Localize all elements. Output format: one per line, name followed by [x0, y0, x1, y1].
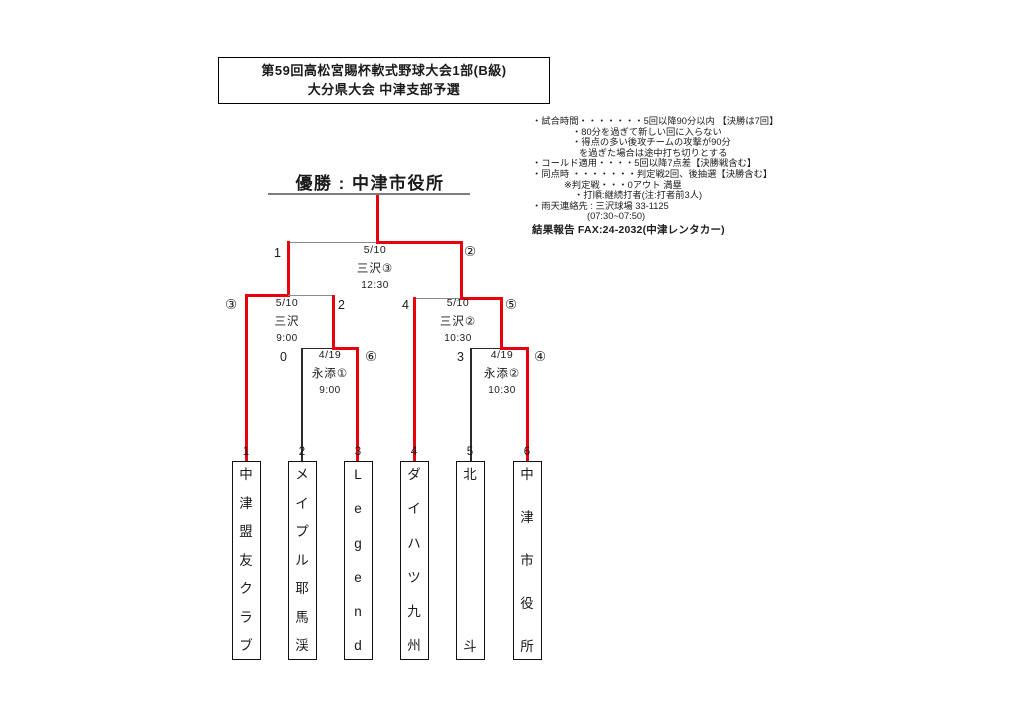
rule-rain-contact: ・雨天連絡先 : 三沢球場 33-1125 — [532, 200, 669, 211]
result-report-fax: 結果報告 FAX:24-2032(中津レンタカー) — [532, 223, 725, 236]
round1-right-bar-winner — [499, 346, 529, 350]
final-venue: 三沢③ — [356, 263, 394, 275]
semifinal-right-venue: 三沢② — [439, 316, 477, 328]
seed-5: 5 — [466, 446, 474, 458]
team-6-name: 中津市役所 — [520, 467, 534, 654]
round1-right-match-info: 4/19 永添② 10:30 — [468, 349, 536, 396]
round1-right-time: 10:30 — [488, 385, 516, 396]
semifinal-right-date: 5/10 — [446, 297, 470, 309]
round1-left-date: 4/19 — [318, 349, 342, 361]
round1-left-venue: 永添① — [311, 368, 349, 380]
round1-left-match-info: 4/19 永添① 9:00 — [296, 349, 364, 396]
final-left-score: 1 — [274, 246, 281, 260]
round1-left-score-loser: 0 — [280, 350, 287, 364]
semifinal-left-score-winner: ③ — [225, 297, 238, 312]
tournament-title-line1: 第59回高松宮賜杯軟式野球大会1部(B級) — [261, 62, 507, 78]
final-date: 5/10 — [363, 244, 387, 256]
rule-game-time-note1: ・80分を過ぎて新しい回に入らない — [572, 126, 722, 137]
rules-block: ・試合時間・・・・・・・5回以降90分以内 【決勝は7回】 ・80分を過ぎて新し… — [532, 116, 802, 236]
rule-called-game: ・コールド適用・・・・5回以降7点差【決勝戦含む】 — [532, 158, 757, 169]
semifinal-left-bar-winner — [244, 294, 289, 297]
rule-batting-order-note: ・打順:継続打者(注:打者前3人) — [574, 190, 703, 201]
round1-right-bar-loser — [470, 347, 501, 349]
team-4-line — [412, 296, 416, 462]
team-6-line — [525, 346, 529, 462]
team-3-line — [355, 346, 359, 462]
rule-rain-contact-hours: (07:30~07:50) — [587, 211, 646, 222]
rule-tie: ・同点時 ・・・・・・・判定戦2回、後抽選【決勝含む】 — [532, 168, 773, 179]
champion-label: 優勝 : 中津市役所 — [295, 174, 445, 193]
semifinal-left-venue: 三沢 — [274, 316, 300, 328]
team-2-box: メイプル耶馬渓 — [287, 461, 317, 660]
round1-right-score-winner: ④ — [534, 349, 547, 364]
semifinal-left-score-loser: 2 — [338, 298, 345, 312]
semifinal-left-bar-loser — [288, 294, 334, 297]
seed-2: 2 — [298, 446, 306, 458]
round1-left-time: 9:00 — [319, 385, 341, 396]
semifinal-left-date: 5/10 — [275, 297, 299, 309]
team-1-line — [244, 294, 248, 462]
round1-left-bar-winner — [331, 346, 359, 350]
rule-tiebreak-note: ※判定戦・・・0アウト 満塁 — [564, 179, 682, 190]
semifinal-right-bar-winner — [459, 296, 503, 300]
semifinal-right-time: 10:30 — [444, 333, 472, 344]
seed-4: 4 — [410, 446, 418, 458]
semifinal-left-match-info: 5/10 三沢 9:00 — [252, 297, 322, 344]
winner-path-champion-drop — [375, 195, 379, 242]
final-right-leg-winner — [459, 240, 463, 299]
team-5-name: 北斗 — [463, 467, 477, 654]
team-5-line — [470, 347, 472, 462]
final-match-info: 5/10 三沢③ 12:30 — [340, 244, 410, 291]
rule-game-time-note3: を過ぎた場合は途中打ち切りとする — [579, 147, 728, 158]
team-2-name: メイプル耶馬渓 — [295, 467, 309, 654]
tournament-title-line2: 大分県大会 中津支部予選 — [307, 81, 461, 97]
final-time: 12:30 — [361, 280, 389, 291]
round1-right-score-loser: 3 — [457, 350, 464, 364]
round1-right-venue: 永添② — [483, 368, 521, 380]
team-4-name: ダイハツ九州 — [407, 467, 421, 654]
semifinal-right-score-winner: ⑤ — [505, 297, 518, 312]
round1-right-date: 4/19 — [490, 349, 514, 361]
final-bar-right-winner — [375, 240, 463, 244]
seed-1: 1 — [242, 446, 250, 458]
champion-underline — [268, 192, 470, 195]
team-5-box: 北斗 — [455, 461, 485, 660]
semifinal-left-time: 9:00 — [276, 333, 298, 344]
seed-6: 6 — [523, 446, 531, 458]
seed-3: 3 — [354, 446, 362, 458]
round1-left-bar-loser — [301, 347, 333, 349]
team-6-box: 中津市役所 — [512, 461, 542, 660]
tournament-title-box: 第59回高松宮賜杯軟式野球大会1部(B級) 大分県大会 中津支部予選 — [218, 57, 550, 104]
rule-game-time: ・試合時間・・・・・・・5回以降90分以内 【決勝は7回】 — [532, 116, 779, 126]
rule-game-time-note2: ・得点の多い後攻チームの攻撃が90分 — [572, 137, 731, 148]
semifinal-right-right-leg — [499, 296, 503, 350]
team-1-name: 中津盟友クラブ — [239, 467, 253, 654]
semifinal-right-match-info: 5/10 三沢② 10:30 — [423, 297, 493, 344]
final-left-leg — [286, 240, 290, 297]
team-4-box: ダイハツ九州 — [399, 461, 429, 660]
semifinal-right-bar-loser — [415, 297, 461, 299]
team-1-box: 中津盟友クラブ — [231, 461, 261, 660]
semifinal-right-score-loser: 4 — [402, 298, 409, 312]
semifinal-left-right-leg — [331, 294, 335, 349]
team-2-line — [301, 347, 303, 462]
round1-left-score-winner: ⑥ — [365, 349, 378, 364]
final-bar-left — [288, 241, 377, 243]
final-right-score-winner: ② — [464, 244, 477, 259]
